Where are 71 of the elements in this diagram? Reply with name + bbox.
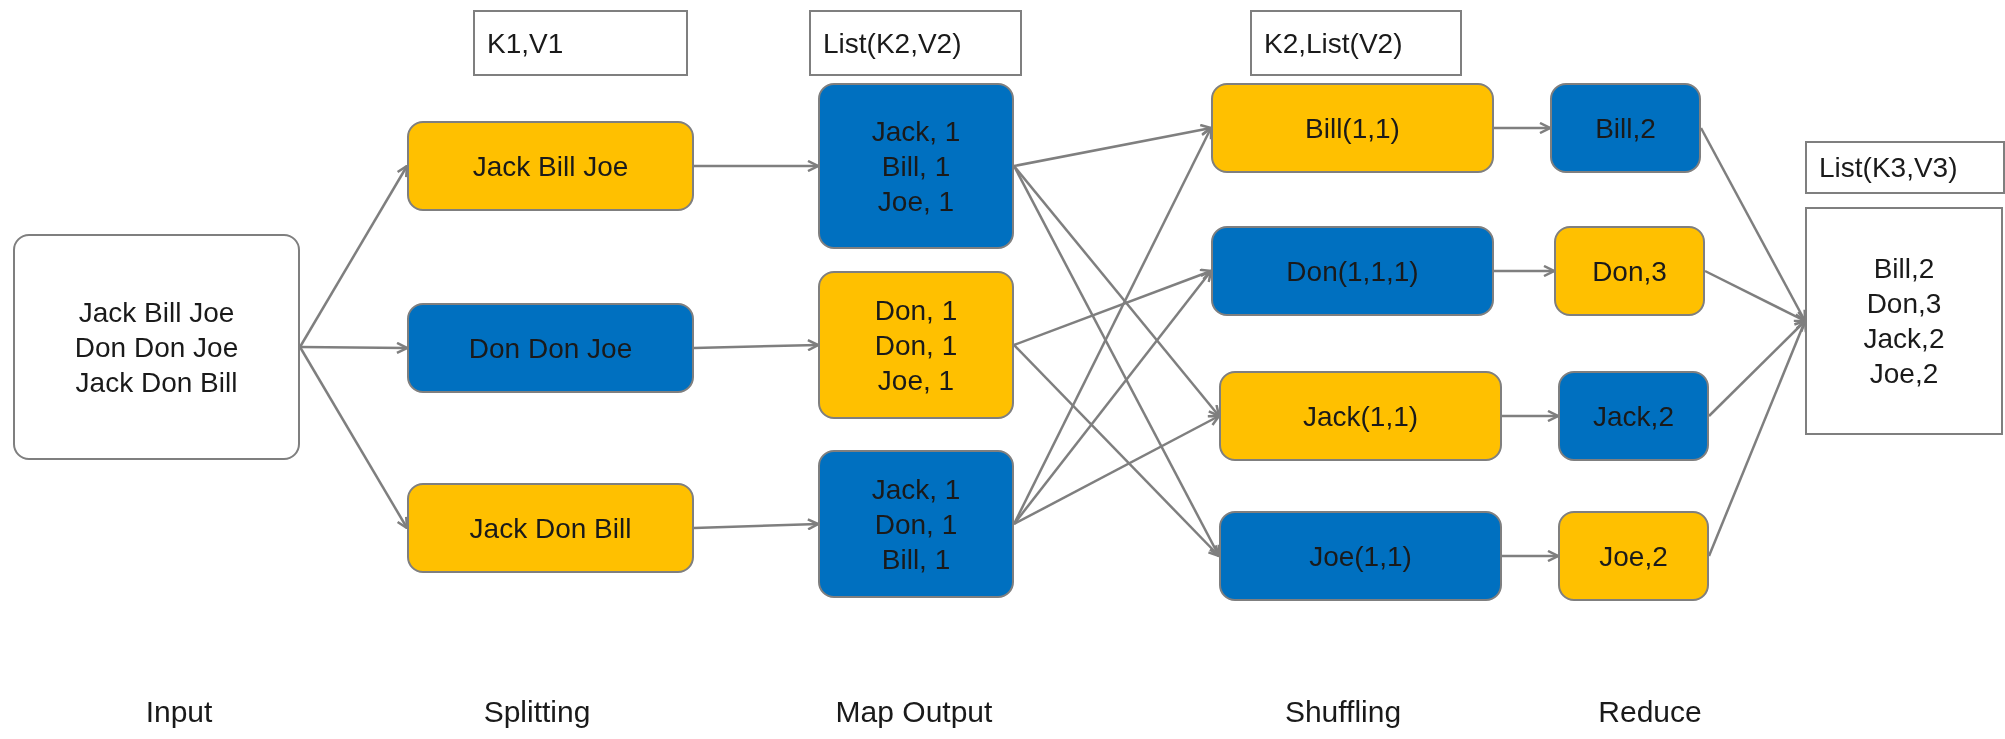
process-box (13, 234, 300, 460)
header-box (1250, 10, 1462, 76)
box-text: Jack(1,1) (1302, 399, 1419, 434)
process-box (1219, 511, 1502, 601)
box-text: Don Don Joe (468, 331, 633, 366)
process-box (407, 303, 694, 393)
box-text: Joe,2 (1869, 357, 1939, 391)
process-box (1558, 511, 1709, 601)
arrow (1502, 409, 1560, 423)
arrow (693, 339, 820, 352)
box-text: K2,List(V2) (1264, 26, 1403, 61)
box-text: Bill,2 (1595, 111, 1656, 146)
box-text: List(K2,V2) (823, 26, 962, 61)
stage-label: Shuffling (1284, 695, 1402, 729)
box-text: Don, 1 (874, 507, 958, 542)
arrow (1708, 319, 1807, 417)
box-text: Jack Don Bill (469, 511, 632, 546)
box-text: Don(1,1,1) (1286, 254, 1419, 289)
box-text: Joe,2 (1599, 539, 1668, 574)
output-box (1805, 207, 2003, 435)
process-box (818, 83, 1014, 249)
arrow (1013, 123, 1213, 168)
process-box (1558, 371, 1709, 461)
box-text: Jack Don Bill (75, 365, 238, 400)
box-text: Don Don Joe (74, 330, 239, 365)
process-box (1550, 83, 1701, 173)
box-text: Jack Bill Joe (78, 295, 235, 330)
process-box (1554, 226, 1705, 316)
box-text: List(K3,V3) (1819, 151, 1958, 185)
process-box (407, 121, 694, 211)
process-box (407, 483, 694, 573)
box-text: Jack, 1 (871, 114, 961, 149)
process-box (1211, 226, 1494, 316)
box-text: Jack Bill Joe (472, 149, 629, 184)
box-text: Don,3 (1592, 254, 1667, 289)
box-text: K1,V1 (487, 26, 564, 61)
process-box (1211, 83, 1494, 173)
box-text: Bill, 1 (881, 149, 951, 184)
box-text: Bill,2 (1873, 252, 1935, 286)
header-box (473, 10, 688, 76)
stage-label: Reduce (1598, 695, 1702, 729)
arrow (1502, 549, 1560, 563)
box-text: Joe, 1 (877, 363, 955, 398)
header-box (1805, 141, 2005, 194)
arrow (693, 518, 820, 531)
arrow (1013, 165, 1221, 418)
arrow (298, 346, 409, 530)
arrow (1013, 414, 1221, 526)
arrow (300, 341, 409, 355)
box-text: Don, 1 (874, 328, 958, 363)
process-box (1219, 371, 1502, 461)
header-box (809, 10, 1022, 76)
box-text: Bill(1,1) (1305, 111, 1400, 146)
stage-label: Map Output (835, 695, 993, 729)
box-text: Don,3 (1866, 287, 1942, 321)
arrow (1494, 121, 1552, 135)
arrow (298, 164, 409, 348)
process-box (818, 271, 1014, 419)
arrow (694, 159, 820, 173)
box-text: Joe, 1 (877, 184, 955, 219)
box-text: Jack, 1 (871, 472, 961, 507)
process-box (818, 450, 1014, 598)
stage-label: Splitting (483, 695, 591, 729)
box-text: Jack,2 (1863, 322, 1945, 356)
stage-label: Input (145, 695, 213, 729)
box-text: Don, 1 (874, 293, 958, 328)
arrow (1494, 264, 1556, 278)
box-text: Bill, 1 (881, 542, 951, 577)
arrow (1013, 344, 1221, 558)
box-text: Joe(1,1) (1309, 539, 1412, 574)
box-text: Jack,2 (1593, 399, 1674, 434)
